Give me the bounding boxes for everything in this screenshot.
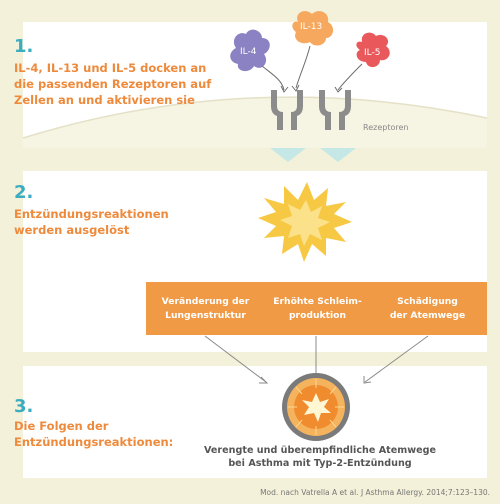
effect-box-1-line-2: Lungenstruktur bbox=[165, 309, 246, 321]
step-3-number: 3. bbox=[14, 396, 34, 417]
inflammation-burst-core bbox=[280, 200, 330, 246]
receptor-left bbox=[271, 90, 303, 130]
effect-box-2-line-1: Erhöhte Schleim- bbox=[273, 295, 362, 307]
cell-membrane-edge bbox=[22, 96, 488, 139]
il4-cytokine: IL-4 bbox=[230, 29, 270, 72]
step-1-line-1: IL-4, IL-13 und IL-5 docken an bbox=[14, 61, 207, 75]
effect-box-3-line-2: der Atemwege bbox=[389, 309, 466, 321]
airway-caption: Verengte und überempfindliche Atemwege b… bbox=[175, 444, 465, 470]
arrow-il5 bbox=[337, 63, 363, 91]
arrowhead-il5 bbox=[334, 86, 343, 93]
il13-label: IL-13 bbox=[300, 22, 322, 32]
step-3-description: Die Folgen der Entzündungsreaktionen: bbox=[14, 418, 173, 450]
arrow-il13 bbox=[295, 45, 311, 89]
il5-cytokine: IL-5 bbox=[356, 32, 390, 68]
effect-box-airway-damage: Schädigung der Atemwege bbox=[368, 282, 487, 335]
arrowhead-il4 bbox=[280, 85, 289, 93]
step-2-number: 2. bbox=[14, 182, 34, 203]
receptor-right bbox=[319, 90, 351, 130]
step-2-line-1: Entzündungsreaktionen bbox=[14, 207, 169, 221]
arrowhead-il13 bbox=[291, 84, 300, 92]
source-citation: Mod. nach Vatrella A et al. J Asthma All… bbox=[260, 488, 490, 497]
effect-box-lung-structure: Veränderung der Lungenstruktur bbox=[146, 282, 265, 335]
airway-folds bbox=[288, 379, 344, 435]
airway-cross-section bbox=[282, 373, 350, 441]
effect-box-1-line-1: Veränderung der bbox=[161, 295, 250, 307]
arrow-box1 bbox=[204, 335, 267, 383]
il4-label: IL-4 bbox=[240, 47, 257, 57]
receptor-label: Rezeptoren bbox=[363, 123, 409, 132]
cytokine-arrows bbox=[261, 45, 363, 93]
step-1-number: 1. bbox=[14, 36, 34, 57]
effect-box-3-line-1: Schädigung bbox=[397, 295, 458, 307]
arrow-box3 bbox=[364, 335, 429, 383]
step-2-line-2: werden ausgelöst bbox=[14, 223, 130, 237]
arrowhead-box1 bbox=[259, 376, 269, 384]
airway-caption-line-2: bei Asthma mit Typ-2-Entzündung bbox=[228, 458, 412, 469]
arrow-il4 bbox=[261, 65, 285, 91]
step-1-description: IL-4, IL-13 und IL-5 docken an die passe… bbox=[14, 60, 211, 108]
cell-membrane bbox=[23, 97, 487, 148]
airway-caption-line-1: Verengte und überempfindliche Atemwege bbox=[204, 445, 436, 456]
airway-lumen bbox=[302, 393, 331, 422]
il13-cytokine: IL-13 bbox=[292, 11, 334, 46]
arrowhead-box3 bbox=[363, 376, 372, 384]
effect-box-mucus-production: Erhöhte Schleim- produktion bbox=[258, 282, 377, 335]
teal-down-arrow-left bbox=[270, 148, 306, 162]
effect-box-2-line-2: produktion bbox=[288, 309, 347, 321]
step-3-line-1: Die Folgen der bbox=[14, 419, 109, 433]
il5-label: IL-5 bbox=[364, 48, 380, 58]
step-2-description: Entzündungsreaktionen werden ausgelöst bbox=[14, 206, 169, 238]
step-3-panel bbox=[23, 366, 487, 478]
step-3-line-2: Entzündungsreaktionen: bbox=[14, 435, 174, 449]
step-1-line-3: Zellen an und aktivieren sie bbox=[14, 93, 195, 107]
step-1-line-2: die passenden Rezeptoren auf bbox=[14, 77, 212, 91]
teal-down-arrow-right bbox=[320, 148, 356, 162]
